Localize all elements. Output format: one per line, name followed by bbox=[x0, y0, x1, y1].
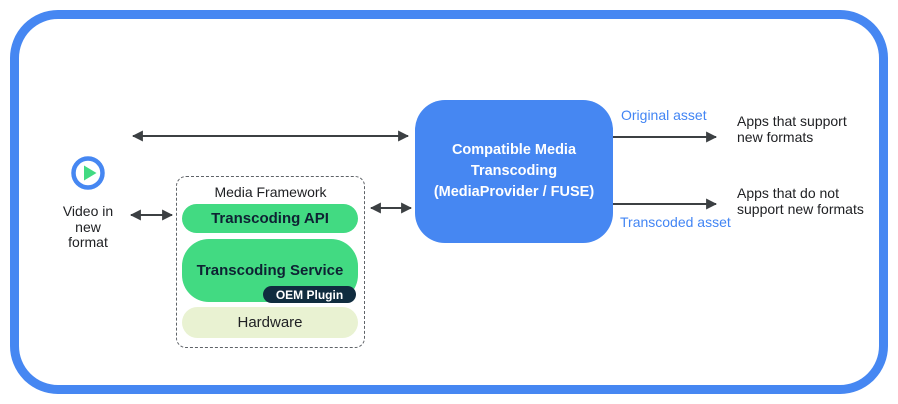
play-circle-icon bbox=[71, 156, 105, 190]
oem-plugin-badge: OEM Plugin bbox=[263, 286, 356, 303]
apps-support-label: Apps that support new formats bbox=[737, 113, 847, 145]
source-label: Video in new format bbox=[62, 203, 114, 250]
outer-border-frame bbox=[10, 10, 888, 394]
original-asset-label: Original asset bbox=[621, 107, 707, 123]
compatible-media-transcoding-box: Compatible Media Transcoding (MediaProvi… bbox=[415, 100, 613, 243]
hardware-pill: Hardware bbox=[182, 307, 358, 338]
media-framework-title: Media Framework bbox=[214, 184, 327, 200]
media-framework-box: Media Framework Transcoding API Transcod… bbox=[176, 176, 365, 348]
apps-no-support-label: Apps that do not support new formats bbox=[737, 185, 864, 217]
transcoding-service-pill: Transcoding Service OEM Plugin bbox=[182, 239, 358, 303]
transcoded-asset-label: Transcoded asset bbox=[620, 214, 731, 230]
transcoding-service-label: Transcoding Service bbox=[196, 262, 344, 279]
transcoding-api-pill: Transcoding API bbox=[182, 204, 358, 233]
